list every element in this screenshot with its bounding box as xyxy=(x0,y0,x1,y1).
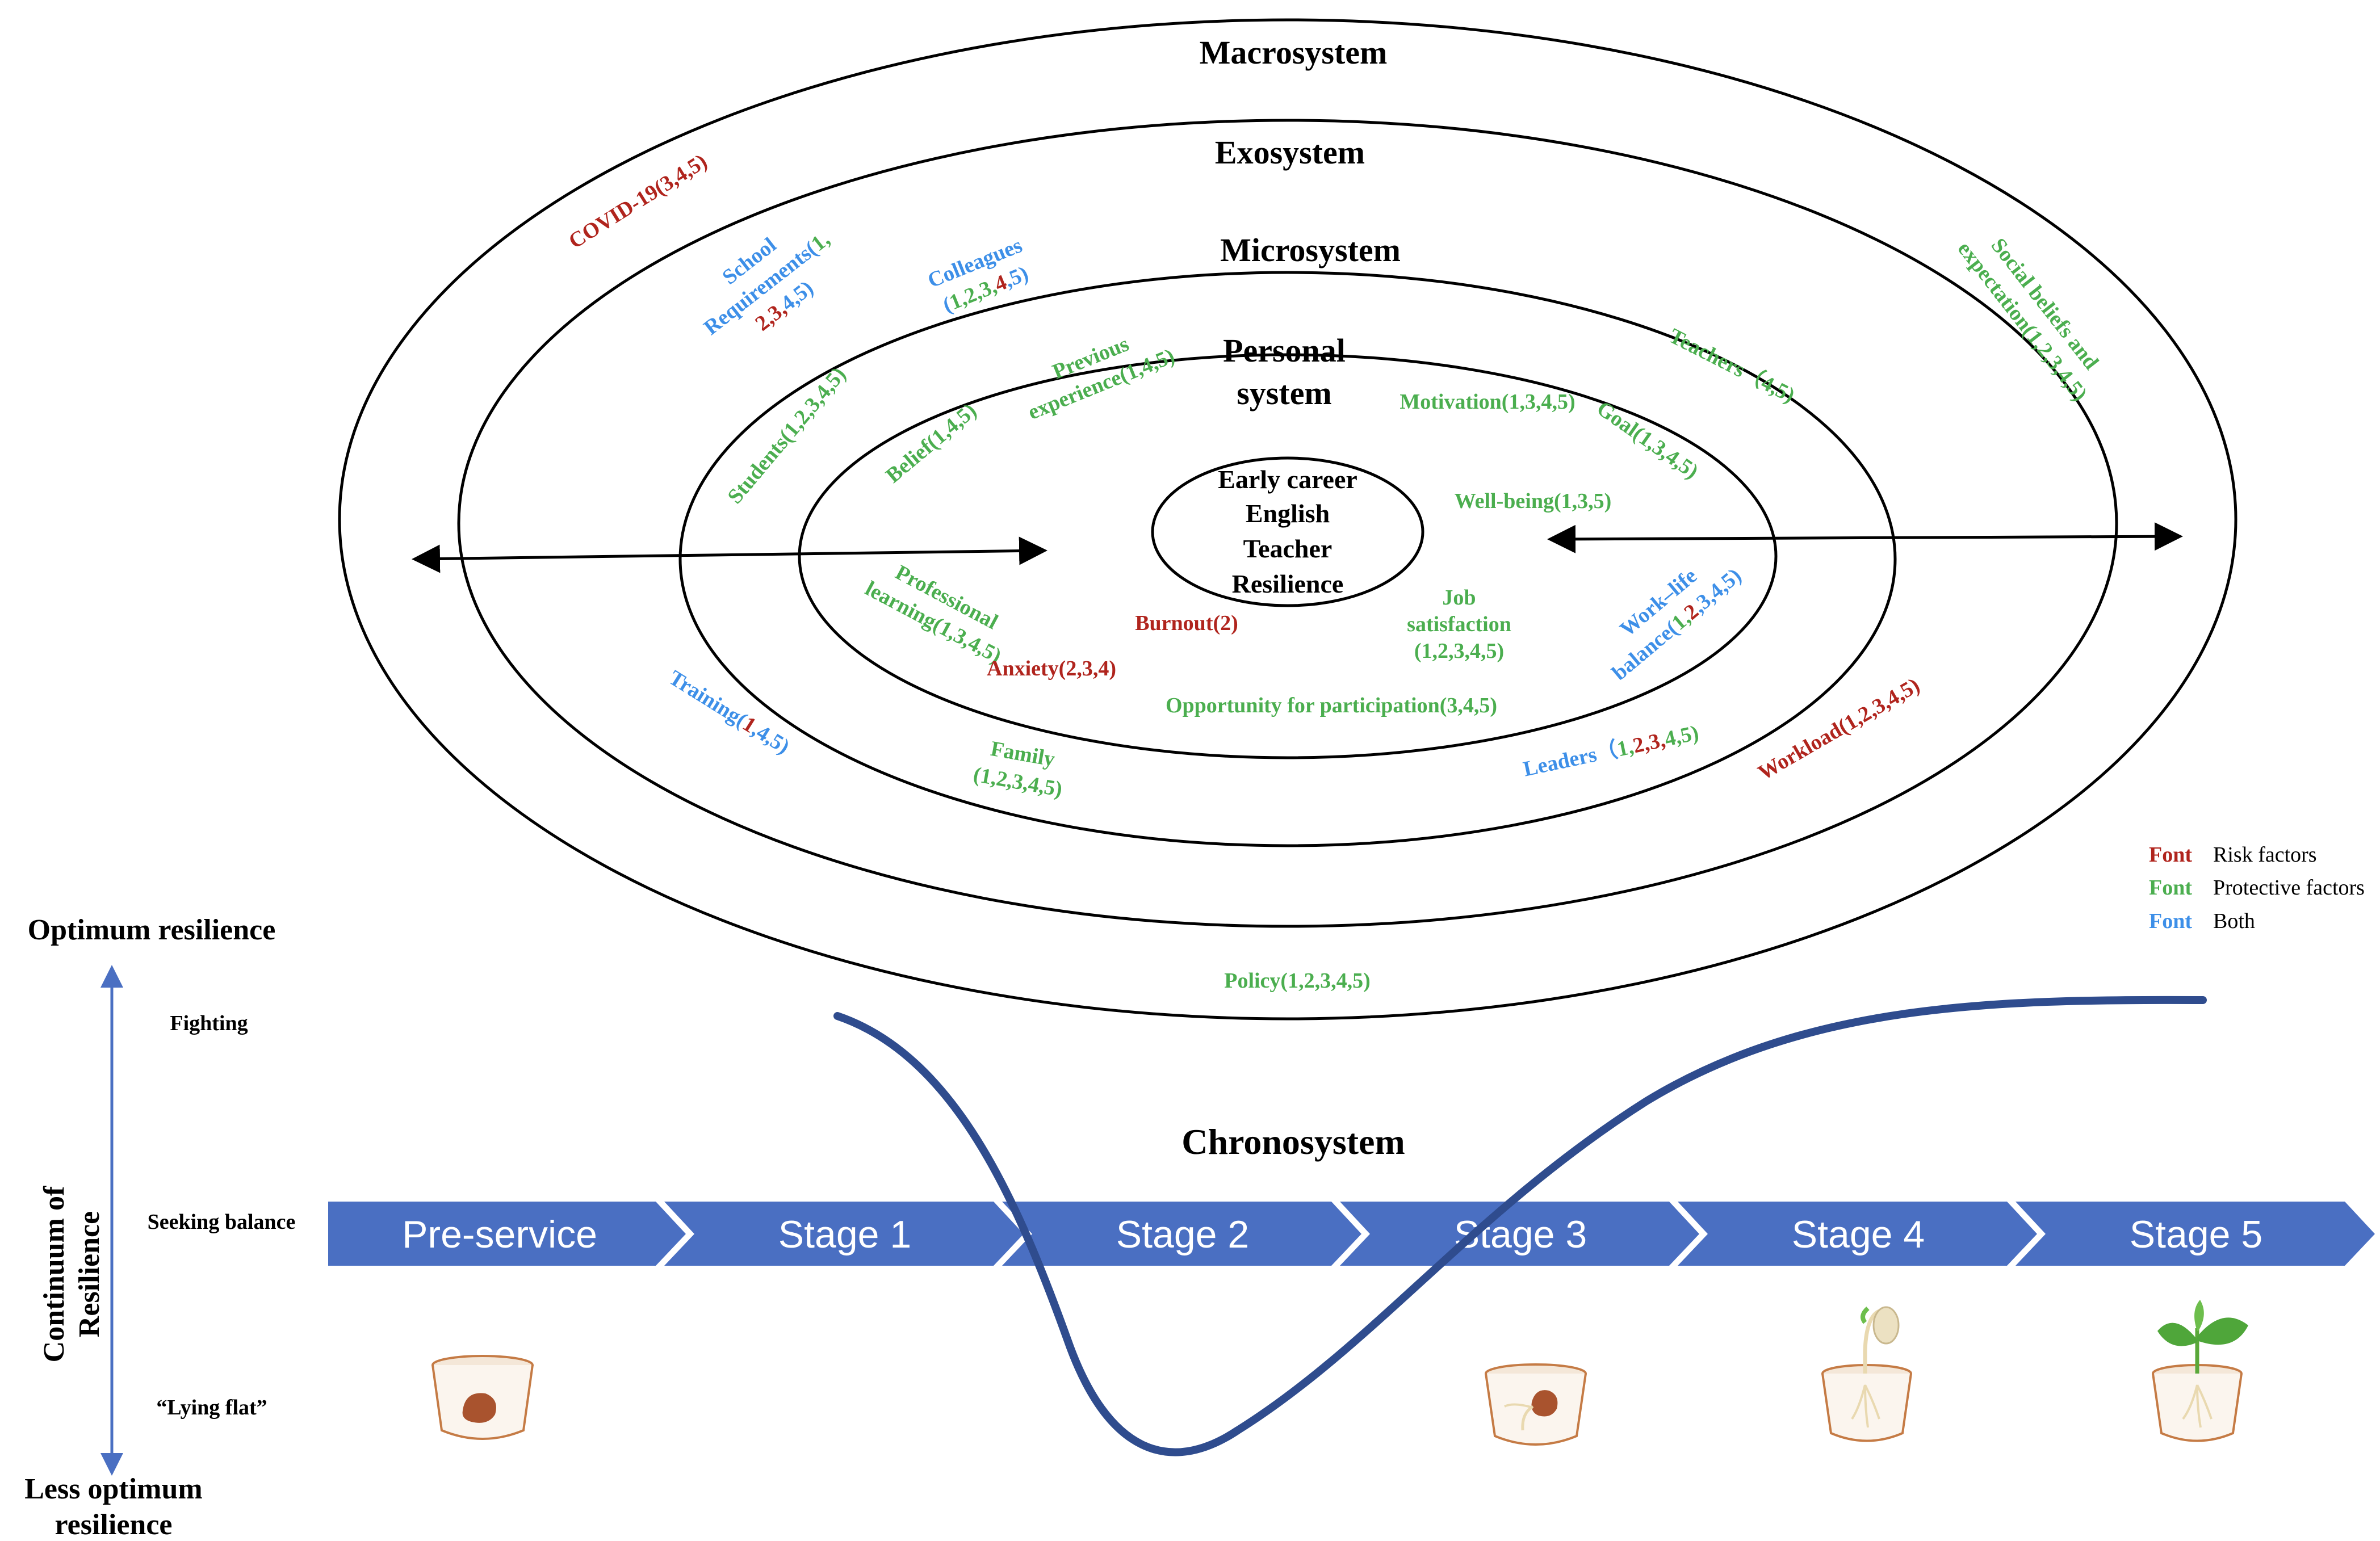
factor-policy: Policy(1,2,3,4,5) xyxy=(1224,969,1371,993)
factor-workload: Workload(1,2,3,4,5) xyxy=(1754,673,1924,785)
pot-sprouting-stage-3 xyxy=(1485,1363,1587,1446)
stage-chevron-5 xyxy=(2016,1202,2375,1266)
factor-anxiety: Anxiety(2,3,4) xyxy=(987,657,1116,681)
stage-label-5: Stage 5 xyxy=(2130,1213,2262,1256)
center-label: Early career English Teacher Resilience xyxy=(1218,465,1357,598)
personal-system-label-line2: system xyxy=(1237,375,1332,412)
less-optimum-label-line1: Less optimum xyxy=(24,1473,202,1505)
pot-seed-pre-service xyxy=(431,1355,534,1440)
svg-text:Teacher: Teacher xyxy=(1243,534,1333,563)
factor-motivation: Motivation(1,3,4,5) xyxy=(1399,390,1575,414)
factor-work-life-balance: Work–life balance(1,2,3,4,5) xyxy=(1608,564,1746,685)
stage-label-pre-service: Pre-service xyxy=(402,1213,597,1256)
resilience-trajectory-curve xyxy=(833,996,2207,1456)
legend: Font Risk factors Font Protective factor… xyxy=(2149,843,2365,933)
stage-chevron-2 xyxy=(1002,1202,1361,1266)
continuum-axis-label: Continuum of Resilience xyxy=(38,1186,106,1362)
macrosystem-ring xyxy=(338,18,2237,1021)
factor-well-being: Well-being(1,3,5) xyxy=(1455,489,1612,513)
svg-text:(1,2,3,4,5): (1,2,3,4,5) xyxy=(1414,639,1504,663)
pot-plant-stage-5 xyxy=(2152,1300,2248,1442)
factor-social-beliefs: Social beliefs and expectation(1,2,3,4,5… xyxy=(1953,234,2104,406)
chronosystem-label: Chronosystem xyxy=(1181,1122,1405,1162)
pot-seedling-stage-4 xyxy=(1821,1306,1912,1442)
center-ring xyxy=(1151,456,1424,607)
factor-teachers: Teachers（4,5) xyxy=(1665,324,1799,408)
stage-label-4: Stage 4 xyxy=(1792,1213,1925,1256)
svg-text:Resilience: Resilience xyxy=(73,1211,106,1337)
less-optimum-label-line2: resilience xyxy=(55,1509,173,1541)
microsystem-label: Microsystem xyxy=(1220,232,1401,268)
level-fighting: Fighting xyxy=(170,1011,248,1035)
left-double-arrow xyxy=(412,536,1047,573)
level-seeking-balance: Seeking balance xyxy=(148,1210,296,1234)
factor-leaders: Leaders（1,2,3,4,5) xyxy=(1521,721,1700,781)
legend-both-sample: Font xyxy=(2149,909,2192,933)
svg-text:English: English xyxy=(1246,499,1330,528)
right-double-arrow xyxy=(1547,522,2183,553)
svg-text:Early career: Early career xyxy=(1218,465,1357,494)
stage-chevron-3 xyxy=(1340,1202,1699,1266)
stage-chevron-4 xyxy=(1678,1202,2037,1266)
optimum-resilience-label: Optimum resilience xyxy=(28,914,276,946)
factor-job-satisfaction: Job satisfaction (1,2,3,4,5) xyxy=(1407,586,1511,663)
svg-text:Resilience: Resilience xyxy=(1232,569,1344,598)
legend-protective-label: Protective factors xyxy=(2213,876,2365,900)
level-lying-flat: “Lying flat” xyxy=(156,1396,267,1420)
personal-system-label-line1: Personal xyxy=(1223,332,1346,369)
factor-opportunity-participation: Opportunity for participation(3,4,5) xyxy=(1166,694,1497,717)
factor-burnout: Burnout(2) xyxy=(1135,611,1238,635)
stage-chevron-pre-service xyxy=(328,1202,686,1266)
stage-label-2: Stage 2 xyxy=(1116,1213,1249,1256)
exosystem-label: Exosystem xyxy=(1215,134,1365,171)
factor-professional-learning: Professional learning(1,3,4,5) xyxy=(861,560,1005,668)
factor-family: Family (1,2,3,4,5) xyxy=(971,737,1064,801)
svg-text:satisfaction: satisfaction xyxy=(1407,612,1511,636)
legend-risk-sample: Font xyxy=(2149,843,2192,867)
stage-label-1: Stage 1 xyxy=(778,1213,911,1256)
svg-text:Continuum of: Continuum of xyxy=(38,1186,70,1362)
macrosystem-label: Macrosystem xyxy=(1200,34,1388,71)
legend-both-label: Both xyxy=(2213,909,2255,933)
factor-covid: COVID-19(3,4,5) xyxy=(564,149,711,253)
stage-band: Pre-service Stage 1 Stage 2 Stage 3 Stag… xyxy=(328,1202,2375,1266)
factor-belief: Belief(1,4,5) xyxy=(881,398,981,488)
legend-risk-label: Risk factors xyxy=(2213,843,2317,867)
legend-protective-sample: Font xyxy=(2149,876,2192,900)
factor-colleagues: Colleagues (1,2,3,4,5) xyxy=(924,233,1032,317)
factor-school-requirements: School Requirements(1, 2,3,4,5) xyxy=(699,227,834,339)
svg-text:Job: Job xyxy=(1442,586,1476,610)
stage-chevron-1 xyxy=(664,1202,1024,1266)
